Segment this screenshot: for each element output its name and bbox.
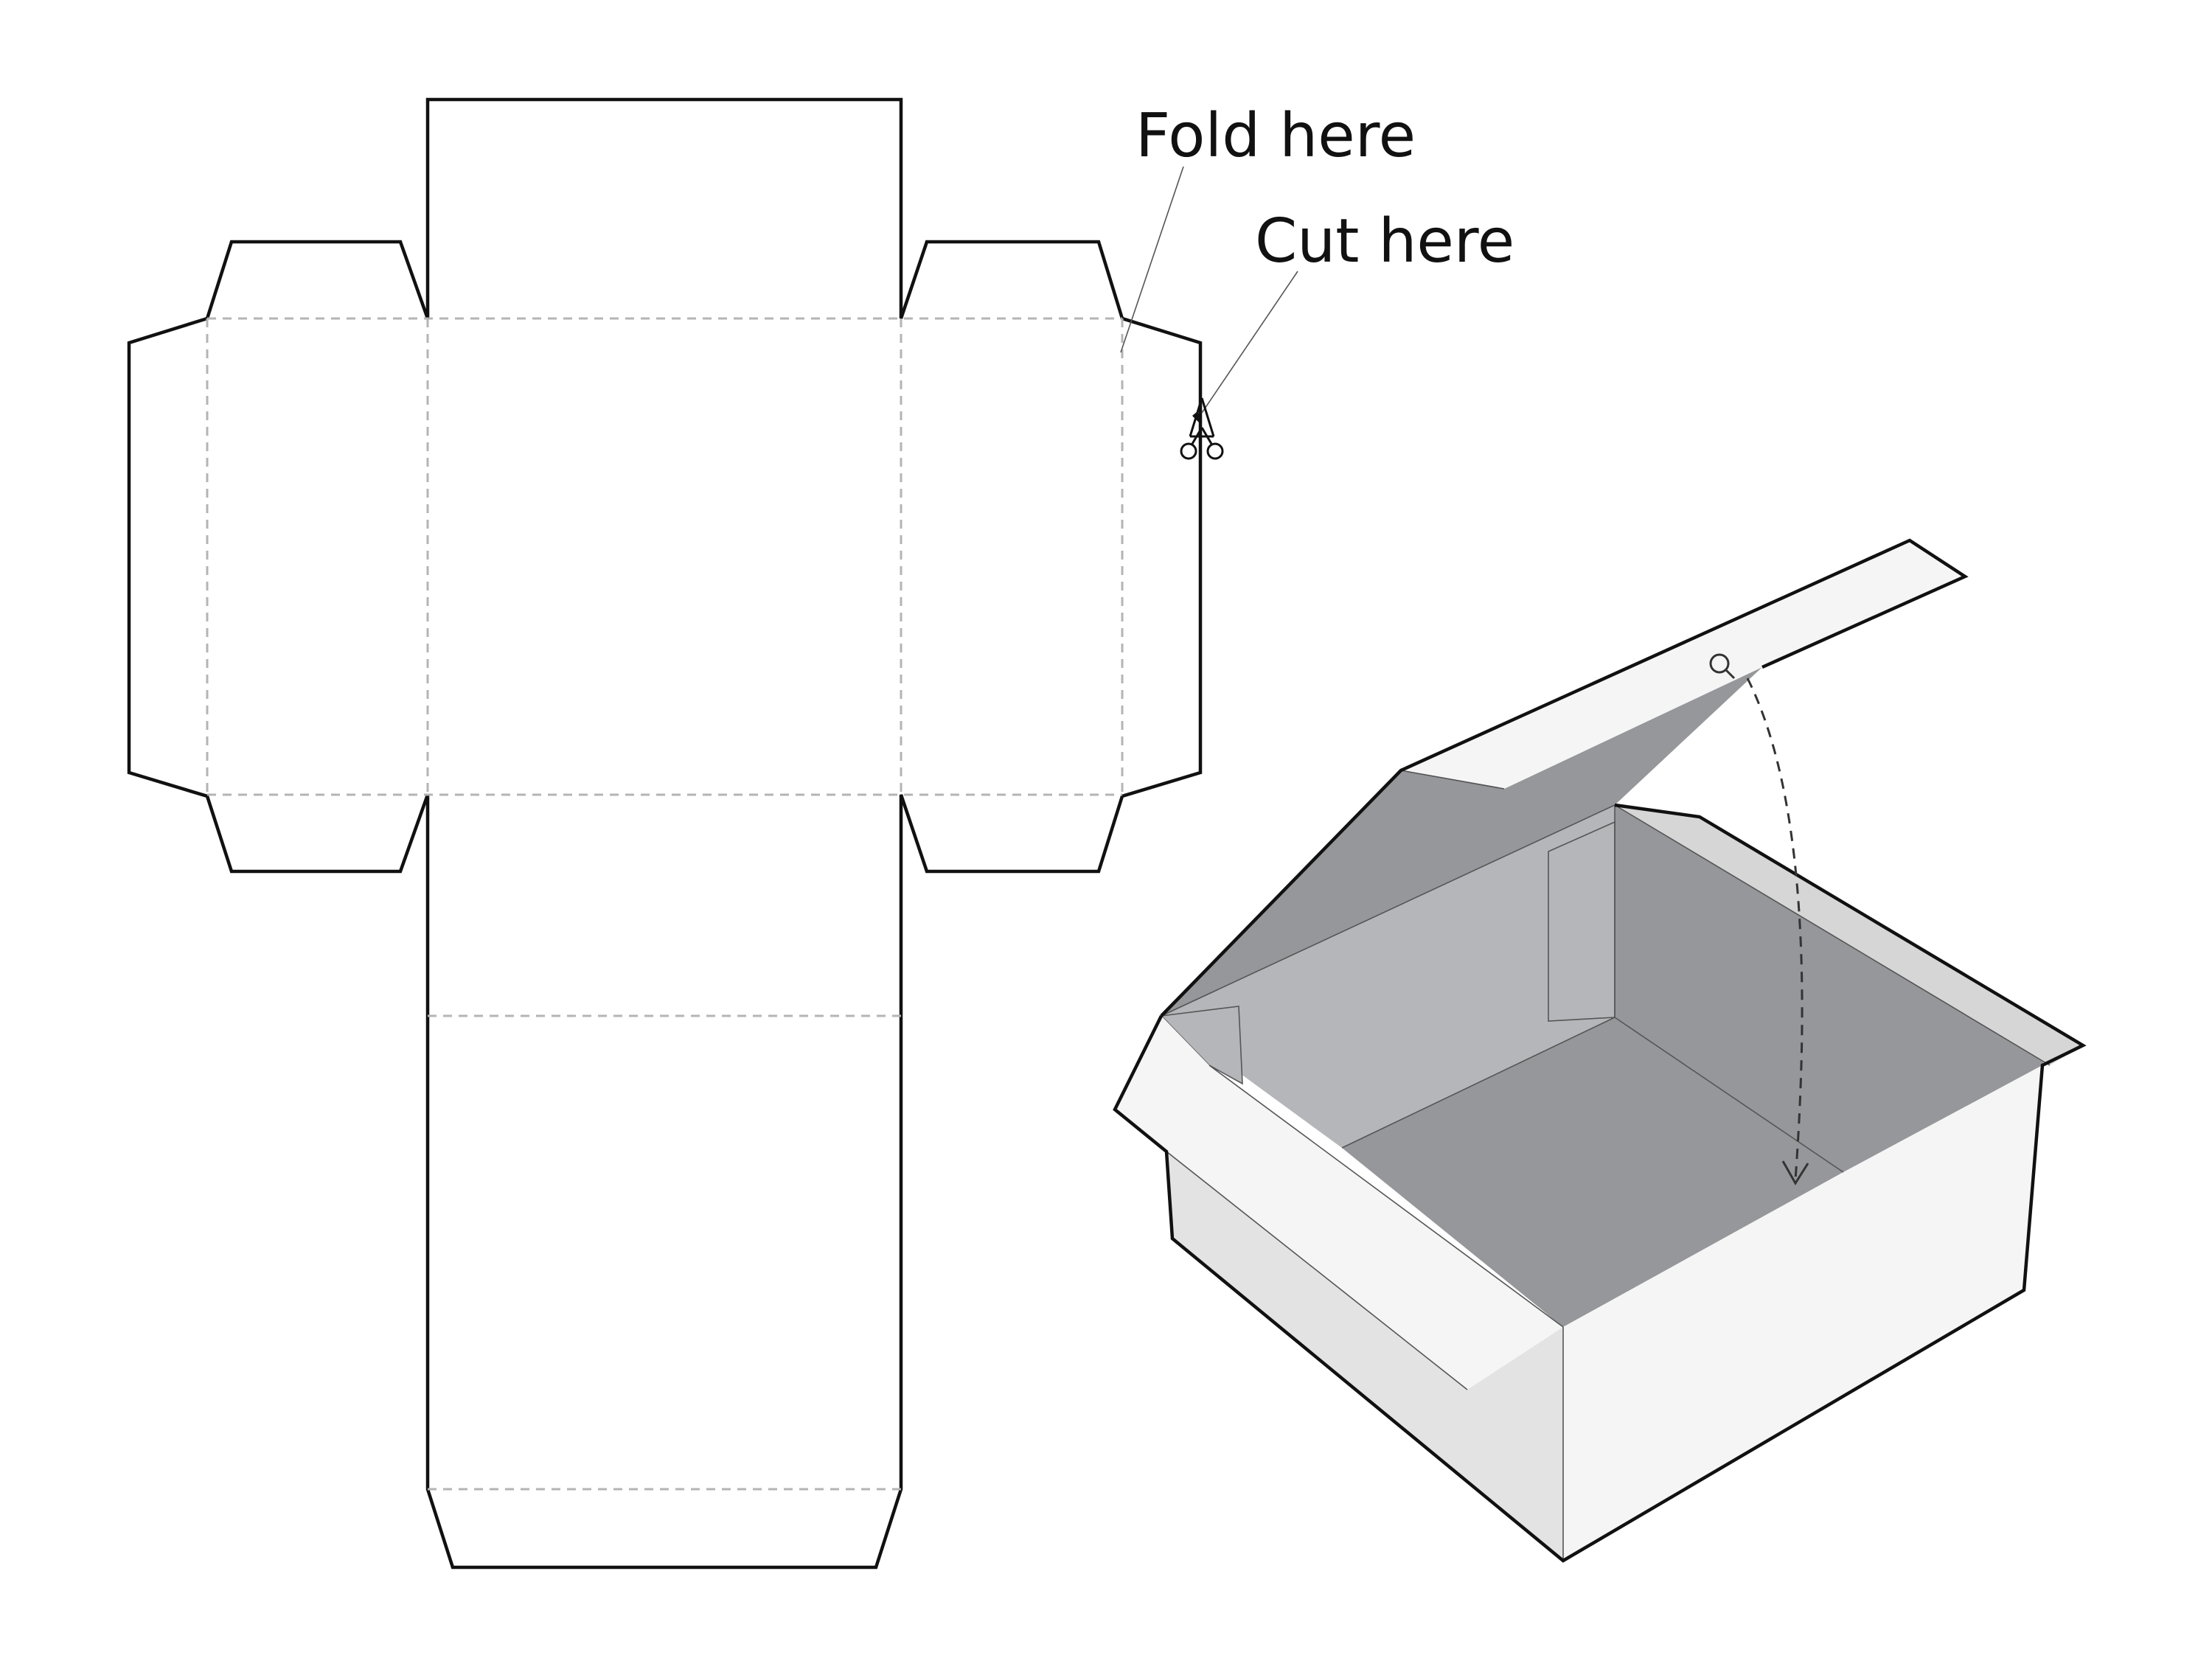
inner-edges	[1161, 770, 2051, 1561]
fold-lines	[206, 317, 1124, 1491]
inner-back-right-wall	[1615, 805, 2050, 1172]
inner-side-tab	[1548, 821, 1615, 1022]
inner-floor	[1342, 1017, 1843, 1327]
lid-outer-flap	[1401, 540, 1965, 789]
cut-leader-line	[1201, 271, 1298, 414]
fold-leader-line	[1120, 166, 1184, 353]
annotations: Fold here Cut here	[1120, 101, 1514, 460]
outer-right-wall	[1563, 1065, 2042, 1561]
scissors-icon	[1180, 397, 1224, 460]
hinge-stem	[1725, 669, 1736, 680]
lid-silhouette	[1160, 538, 1969, 1017]
assembled-box	[1113, 538, 2087, 1563]
box-silhouette	[1113, 803, 2087, 1563]
fold-here-label: Fold here	[1135, 101, 1416, 171]
cut-here-label: Cut here	[1255, 206, 1514, 276]
hinge-circle-icon	[1709, 653, 1730, 674]
lid-inner-face	[1161, 667, 1762, 1016]
inner-right-ledge	[1615, 805, 2083, 1065]
flat-dieline	[127, 97, 1203, 1570]
front-lid-rim	[1115, 1016, 1563, 1390]
dashed-curved-arrow-icon	[1746, 678, 1804, 1180]
inner-corner-tab	[1160, 1006, 1243, 1085]
dieline-outline	[127, 97, 1203, 1570]
inner-back-left-wall	[1161, 805, 1615, 1148]
arrow-head	[1781, 1160, 1809, 1185]
